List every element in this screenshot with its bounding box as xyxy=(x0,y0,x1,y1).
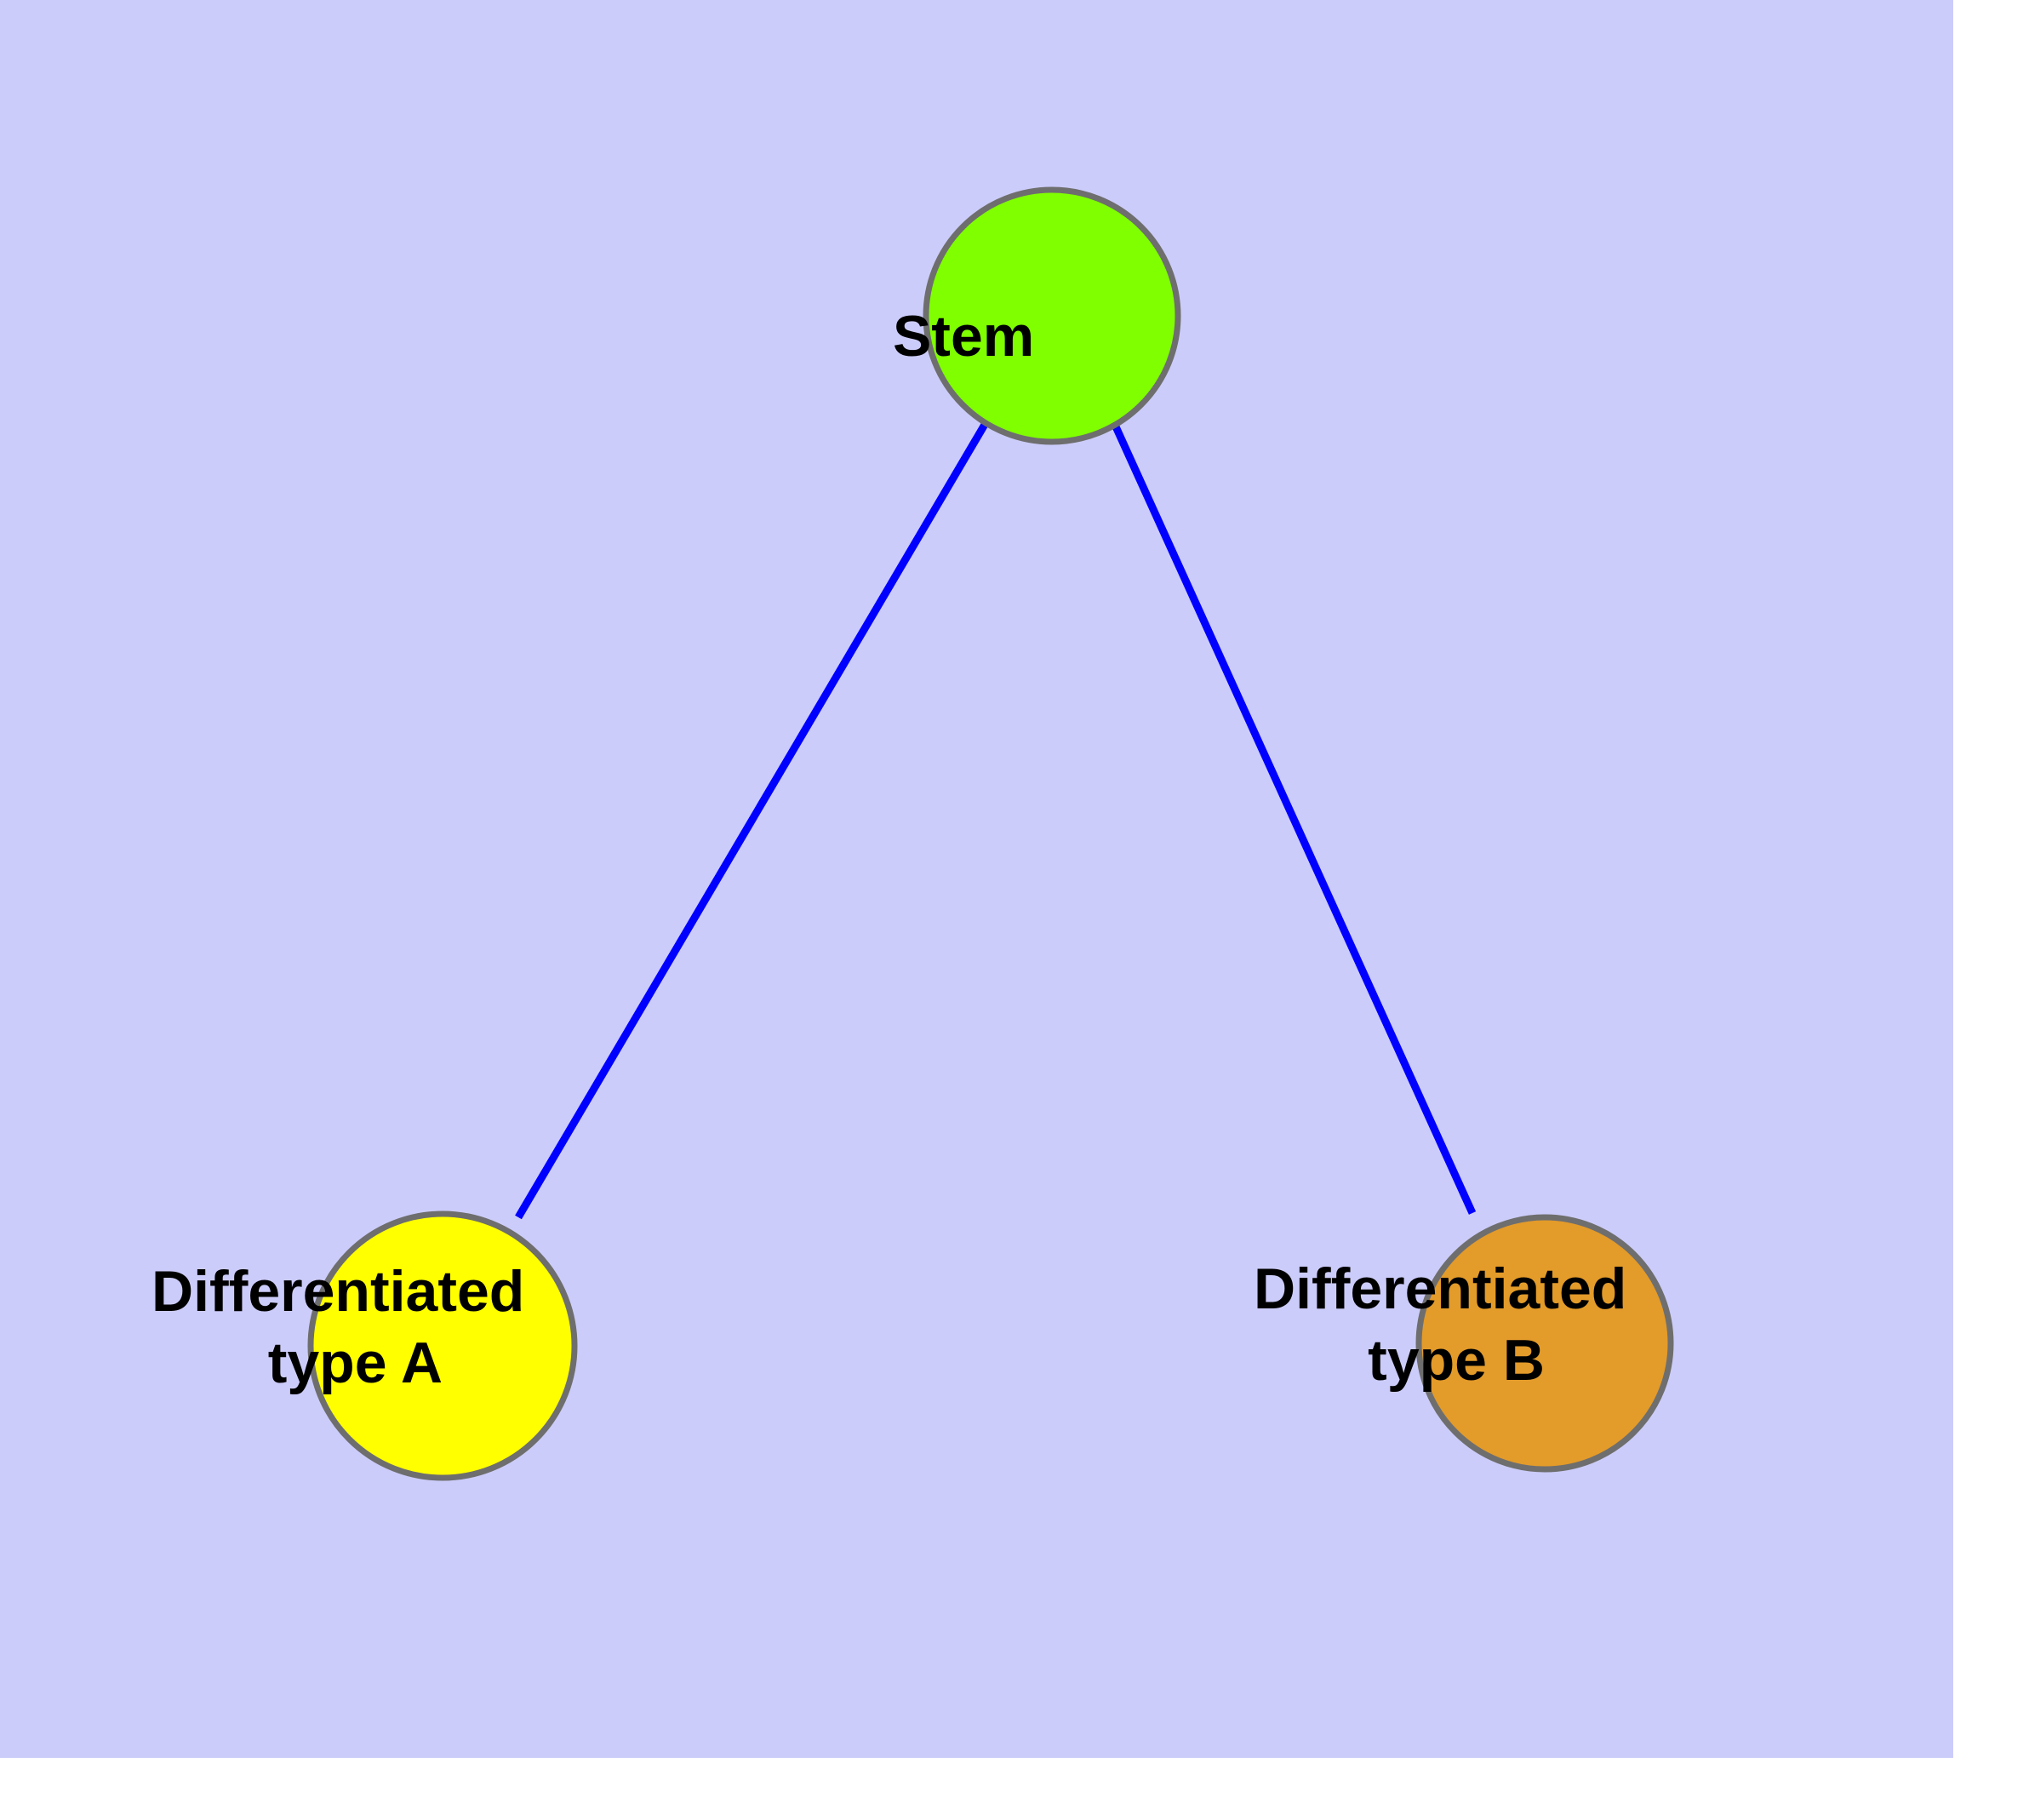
node-differentiated-type-a-label: Differentiated type A xyxy=(151,0,734,1395)
node-differentiated-type-b-label-line-2: type B xyxy=(1368,1328,1545,1393)
edge-stem-to-differentiated-type-a[interactable] xyxy=(515,421,989,1220)
node-differentiated-type-b-label: Differentiated type B xyxy=(1254,0,1836,1393)
graph-plot-area: Stem Differentiated type A Differentiate… xyxy=(0,0,1953,1758)
node-differentiated-type-b[interactable]: Differentiated type B xyxy=(1254,0,1836,1473)
node-differentiated-type-a[interactable]: Differentiated type A xyxy=(151,0,734,1481)
node-stem[interactable]: Stem xyxy=(893,0,1211,445)
nodes-layer: Stem Differentiated type A Differentiate… xyxy=(151,0,1836,1481)
node-differentiated-type-b-circle[interactable] xyxy=(1415,1214,1674,1473)
node-stem-label-line-1: Stem xyxy=(893,304,1034,369)
node-differentiated-type-b-label-line-1: Differentiated xyxy=(1254,1256,1626,1321)
node-differentiated-type-a-label-line-1: Differentiated xyxy=(151,1259,524,1324)
node-differentiated-type-a-label-line-2: type A xyxy=(268,1331,442,1395)
node-differentiated-type-a-circle[interactable] xyxy=(307,1210,578,1481)
node-link-diagram: Stem Differentiated type A Differentiate… xyxy=(151,0,1836,1481)
node-stem-label: Stem xyxy=(893,0,1211,369)
edges-layer xyxy=(515,421,1477,1220)
edge-stem-to-differentiated-type-b[interactable] xyxy=(1111,423,1477,1215)
node-stem-circle[interactable] xyxy=(923,186,1181,445)
